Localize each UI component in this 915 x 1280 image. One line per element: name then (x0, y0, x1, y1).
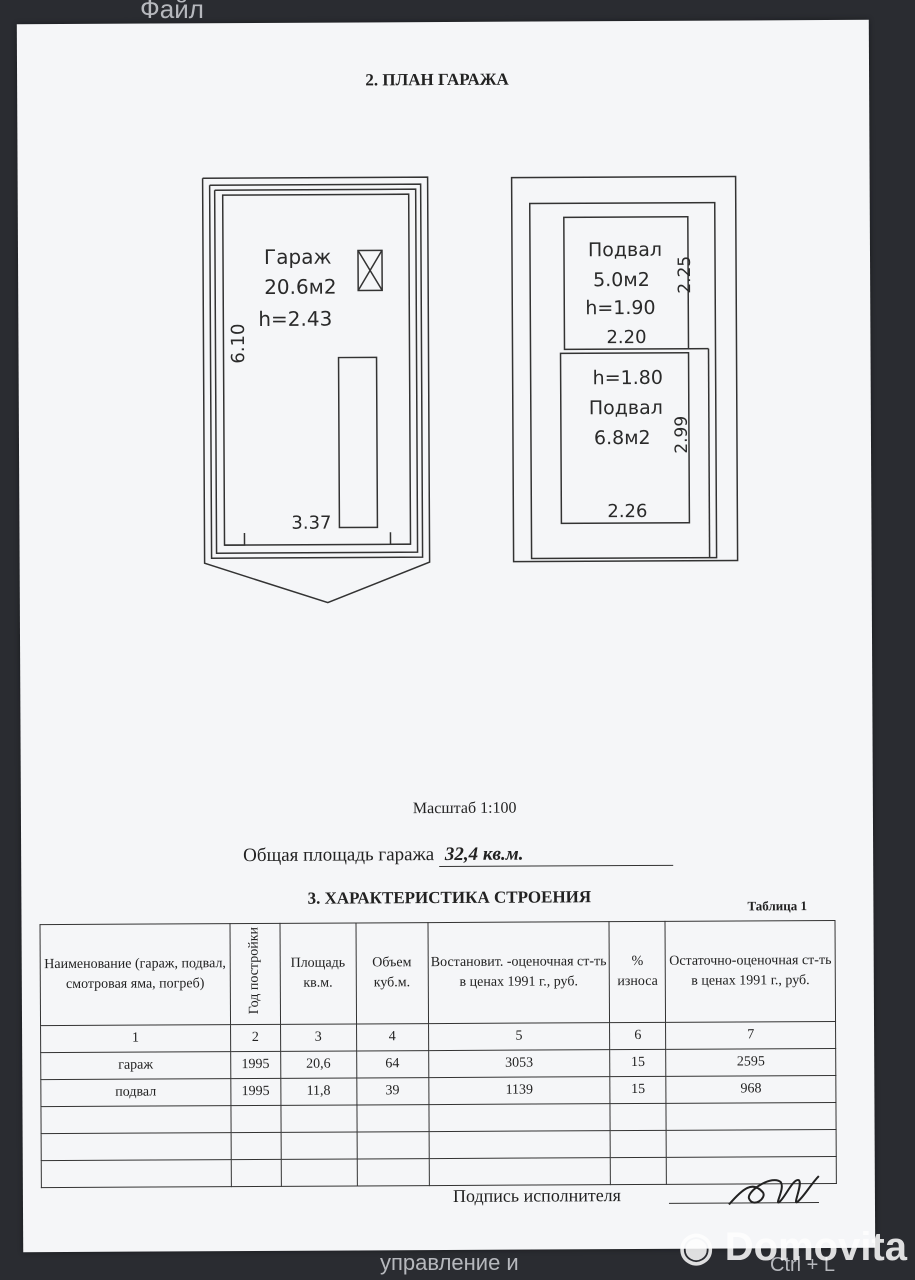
header-volume: Объем куб.м. (355, 922, 429, 1024)
garage-area: 20.6м2 (264, 274, 337, 299)
column-number: 1 (40, 1024, 231, 1053)
table-header-row: Наименование (гараж, подвал, смотровая я… (40, 920, 836, 1026)
table-cell: гараж (40, 1051, 231, 1080)
column-number: 4 (356, 1023, 429, 1051)
document-sheet: 2. ПЛАН ГАРАЖА Гараж 20.6м2 h=2.43 6.10 … (16, 19, 876, 1253)
keyboard-key: Файл (140, 0, 204, 24)
cellar2-height: h=1.80 (592, 366, 663, 390)
table-cell: 1995 (230, 1078, 281, 1106)
table-row-empty (41, 1156, 837, 1188)
table-cell: 20,6 (280, 1050, 357, 1079)
section2-title: 2. ПЛАН ГАРАЖА (365, 69, 509, 90)
header-restore-cost: Востановит. -оценочная ст-ть в ценах 199… (427, 921, 610, 1024)
cellar1-height: h=1.90 (585, 296, 656, 320)
header-wear: % износа (609, 921, 666, 1023)
cellar2-dim-h: 2.26 (607, 500, 648, 523)
total-area-value: 32,4 кв.м. (438, 842, 673, 868)
keyboard-key: управление и (380, 1250, 519, 1275)
table-cell: 11,8 (280, 1077, 357, 1106)
total-area-label: Общая площадь гаража (243, 844, 435, 867)
cellar2-area: 6.8м2 (593, 426, 651, 450)
table-cell: подвал (40, 1078, 231, 1107)
garage-length-dim: 6.10 (227, 323, 250, 364)
garage-width-dim: 3.37 (291, 512, 332, 534)
table-cell: 15 (609, 1049, 667, 1077)
cellar1-dim-h: 2.20 (606, 326, 647, 349)
keyboard-key: Ctrl + L (770, 1254, 836, 1276)
table-row-empty (41, 1129, 837, 1161)
signature-label: Подпись исполнителя (452, 1185, 621, 1206)
column-number: 5 (428, 1022, 610, 1051)
characteristics-table: Наименование (гараж, подвал, смотровая я… (40, 920, 837, 1188)
table-row-empty (40, 1102, 837, 1134)
garage-label: Гараж (263, 244, 332, 269)
column-number: 2 (230, 1024, 281, 1052)
table-cell: 39 (356, 1077, 429, 1105)
header-residual-cost: Остаточно-оценочная ст-ть в ценах 1991 г… (665, 920, 836, 1023)
header-name: Наименование (гараж, подвал, смотровая я… (40, 923, 231, 1026)
header-year: Год постройки (229, 923, 281, 1025)
table-cell: 3053 (428, 1049, 611, 1078)
cellar2-dim-v: 2.99 (671, 415, 692, 454)
total-area: Общая площадь гаража 32,4 кв.м. (243, 842, 673, 868)
column-number: 6 (609, 1022, 666, 1050)
table-cell: 968 (666, 1075, 836, 1104)
garage-plan (201, 176, 431, 604)
cellar1-label: Подвал (587, 238, 663, 262)
cellar1-area: 5.0м2 (593, 268, 650, 292)
table-row: подвал 1995 11,8 39 1139 15 968 (40, 1075, 836, 1107)
domovita-logo: ◉ Domovita (678, 1225, 907, 1269)
table-cell: 2595 (665, 1048, 836, 1077)
table-number-row: 1 2 3 4 5 6 7 (40, 1021, 836, 1053)
watermark-text: Domovita (724, 1225, 907, 1269)
table-cell: 1139 (428, 1076, 611, 1105)
garage-height: h=2.43 (258, 306, 333, 331)
header-area: Площадь кв.м. (279, 922, 357, 1025)
cellar2-label: Подвал (588, 396, 663, 420)
column-number: 7 (665, 1021, 836, 1050)
signature-scribble (728, 1175, 820, 1206)
table-cell: 1995 (230, 1051, 281, 1079)
table-caption: Таблица 1 (747, 898, 808, 914)
scale-label: Масштаб 1:100 (412, 799, 517, 818)
table-cell: 15 (610, 1076, 667, 1104)
table-cell: 64 (356, 1050, 429, 1078)
cellar-plan (510, 175, 739, 563)
table-row: гараж 1995 20,6 64 3053 15 2595 (40, 1048, 836, 1080)
column-number: 3 (280, 1023, 357, 1052)
cellar1-dim-v: 2.25 (674, 255, 696, 294)
